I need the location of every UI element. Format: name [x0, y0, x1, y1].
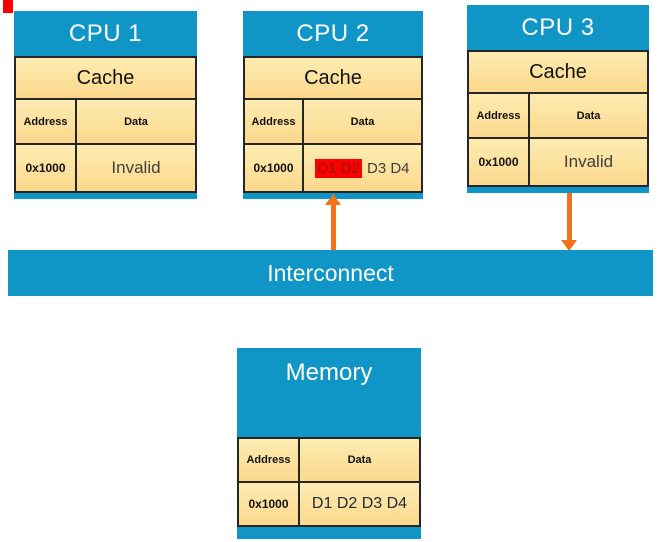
- memory-col-data: Data: [347, 454, 372, 466]
- cpu1-group: CPU 1 Cache Address Data 0x1000 Invalid: [14, 11, 197, 199]
- memory-base-strip: [237, 527, 421, 539]
- cpu3-col-address: Address: [469, 94, 530, 137]
- interconnect-label: Interconnect: [267, 259, 394, 286]
- cpu2-cache-label: Cache: [245, 58, 421, 98]
- cpu3-cache-label: Cache: [469, 52, 647, 92]
- cpu1-base-strip: [14, 193, 197, 199]
- memory-col-address: Address: [239, 439, 300, 481]
- cpu2-col-address: Address: [245, 100, 304, 143]
- cpu3-col-data: Data: [576, 109, 601, 122]
- memory-title: Memory: [237, 348, 421, 437]
- memory-row-data: D1 D2 D3 D4: [311, 495, 408, 512]
- interconnect-bar: Interconnect: [8, 250, 653, 296]
- cpu1-col-address: Address: [16, 100, 77, 143]
- cpu1-col-data: Data: [124, 115, 148, 128]
- cpu1-cache-table: Cache Address Data 0x1000 Invalid: [14, 56, 197, 193]
- cpu3-cache-table: Cache Address Data 0x1000 Invalid: [467, 50, 649, 187]
- cpu1-title: CPU 1: [14, 11, 197, 56]
- cpu3-row-address: 0x1000: [469, 139, 530, 185]
- cpu2-title: CPU 2: [243, 11, 423, 56]
- cpu2-col-data: Data: [350, 115, 375, 128]
- cpu1-row-address: 0x1000: [16, 145, 77, 191]
- cpu2-data-highlighted: D1 D2: [315, 158, 362, 178]
- cpu3-row-data: Invalid: [563, 152, 614, 171]
- cpu2-group: CPU 2 Cache Address Data 0x1000 D1 D2 D3…: [243, 11, 423, 199]
- cpu3-base-strip: [467, 187, 649, 193]
- memory-table: Address Data 0x1000 D1 D2 D3 D4: [237, 437, 421, 527]
- cpu3-title: CPU 3: [467, 5, 649, 50]
- cpu2-data-rest: D3 D4: [367, 159, 410, 177]
- cpu1-row-data: Invalid: [111, 158, 161, 177]
- cpu2-cache-table: Cache Address Data 0x1000 D1 D2 D3 D4: [243, 56, 423, 193]
- cpu1-cache-label: Cache: [16, 58, 195, 98]
- cpu3-group: CPU 3 Cache Address Data 0x1000 Invalid: [467, 5, 649, 193]
- memory-row-address: 0x1000: [239, 483, 300, 525]
- memory-group: Memory Address Data 0x1000 D1 D2 D3 D4: [237, 348, 421, 539]
- cpu2-row-data: D1 D2 D3 D4: [304, 145, 421, 191]
- red-corner-marker: [3, 0, 13, 13]
- cpu2-row-address: 0x1000: [245, 145, 304, 191]
